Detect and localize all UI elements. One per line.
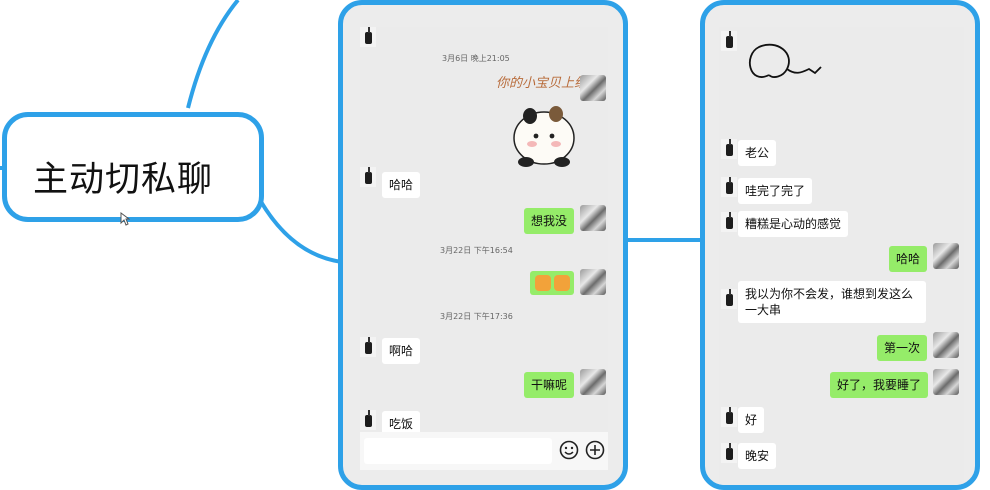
mouse-cursor-icon <box>120 212 130 226</box>
message-sent: 第一次 <box>877 335 928 361</box>
message-received: 哇完了完了 <box>738 178 813 204</box>
message-received: 好 <box>738 407 765 433</box>
message-input[interactable] <box>364 438 552 464</box>
avatar-contact <box>721 31 737 51</box>
message-received: 糟糕是心动的感觉 <box>738 211 849 237</box>
laughing-emoji-icon <box>554 275 570 291</box>
avatar-self <box>933 369 959 395</box>
message-sent: 想我没 <box>524 208 575 234</box>
message-received: 哈哈 <box>382 172 421 198</box>
message-received: 晚安 <box>738 443 777 469</box>
avatar-contact <box>721 407 737 427</box>
avatar-self <box>580 369 606 395</box>
message-received: 老公 <box>738 140 777 166</box>
sticker-caption: 你的小宝贝上线了 <box>496 76 601 91</box>
chat-screen-1: 3月6日 晚上21:05 你的小宝贝上线了 哈哈 想我没 3月22日 下午16:… <box>360 27 608 470</box>
avatar-contact <box>360 27 376 47</box>
message-sent: 干嘛呢 <box>524 372 575 398</box>
smiley-icon[interactable] <box>559 440 579 460</box>
avatar-self <box>580 205 606 231</box>
message-received: 啊哈 <box>382 338 421 364</box>
avatar-self <box>933 243 959 269</box>
laughing-emoji-icon <box>535 275 551 291</box>
avatar-contact <box>721 289 737 309</box>
avatar-self <box>580 75 606 101</box>
chat-screenshot-1: 3月6日 晚上21:05 你的小宝贝上线了 哈哈 想我没 3月22日 下午16:… <box>338 0 628 490</box>
timestamp: 3月22日 下午17:36 <box>440 312 513 321</box>
avatar-self <box>580 269 606 295</box>
chat-screen-2: 老公 哇完了完了 糟糕是心动的感觉 哈哈 我以为你不会发，谁想到发这么一大串 第… <box>719 27 964 485</box>
emoji-message <box>530 271 574 295</box>
message-sent: 哈哈 <box>889 246 928 272</box>
avatar-contact <box>360 167 376 187</box>
timestamp: 3月6日 晚上21:05 <box>442 54 510 63</box>
chat-input-bar <box>360 432 608 470</box>
branch-line-lower <box>258 198 343 264</box>
mindmap-topic-node[interactable]: 主动切私聊 <box>2 112 264 222</box>
avatar-contact <box>721 177 737 197</box>
message-received: 我以为你不会发，谁想到发这么一大串 <box>738 281 926 323</box>
message-sent: 好了，我要睡了 <box>830 372 929 398</box>
avatar-self <box>933 332 959 358</box>
timestamp: 3月22日 下午16:54 <box>440 246 513 255</box>
avatar-contact <box>360 410 376 430</box>
avatar-contact <box>721 139 737 159</box>
branch-line-upper <box>186 0 240 109</box>
plus-icon[interactable] <box>585 440 605 460</box>
doodle-sticker-icon <box>749 43 822 78</box>
chat-screenshot-2: 老公 哇完了完了 糟糕是心动的感觉 哈哈 我以为你不会发，谁想到发这么一大串 第… <box>700 0 980 490</box>
panda-sticker-icon <box>513 106 575 167</box>
sticker-image: 你的小宝贝上线了 <box>496 72 600 168</box>
avatar-contact <box>721 212 737 232</box>
topic-label: 主动切私聊 <box>33 160 214 200</box>
avatar-contact <box>721 443 737 463</box>
avatar-contact <box>360 337 376 357</box>
